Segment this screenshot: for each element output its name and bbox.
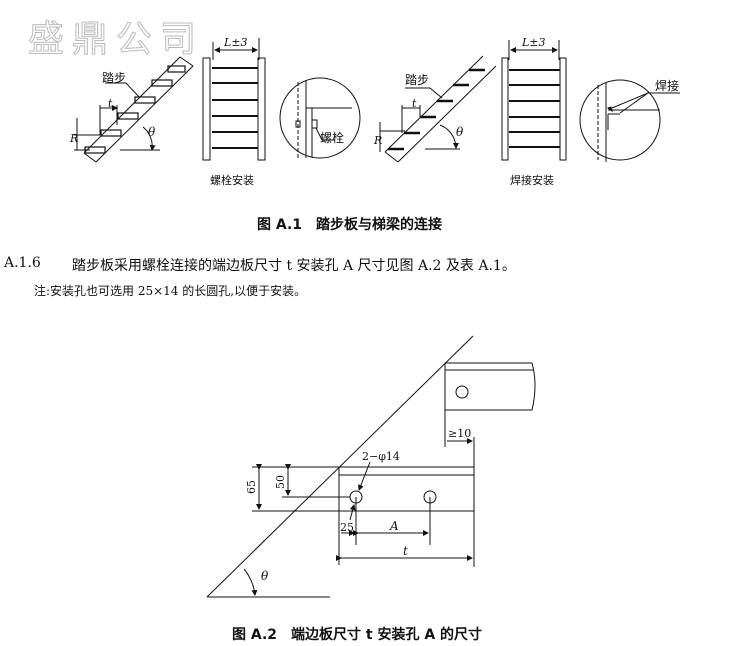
sub-caption-welded: 焊接安装 xyxy=(510,173,554,187)
tread-label-left: 踏步 xyxy=(102,71,126,85)
angle-left: θ xyxy=(148,125,156,139)
weld-detail xyxy=(579,79,680,162)
clause-note: 注:安装孔也可选用 25×14 的长圆孔,以便于安装。 xyxy=(34,284,307,298)
end-plate-diagram xyxy=(206,335,536,598)
width-dim-left: L±3 xyxy=(223,36,248,49)
width-dim-right: L±3 xyxy=(521,36,546,49)
figure-a2-caption: 图 A.2 端边板尺寸 t 安装孔 A 的尺寸 xyxy=(232,627,483,643)
dim-50: 50 xyxy=(274,475,287,489)
dim-t-left: t xyxy=(108,97,113,110)
stringer-welded xyxy=(379,55,497,163)
dim-t-right: t xyxy=(412,97,417,110)
tread-label-right: 踏步 xyxy=(405,73,429,87)
watermark: 盛鼎公司 xyxy=(27,19,205,60)
sub-caption-bolted: 螺栓安装 xyxy=(210,173,254,187)
ladder-front-bolted xyxy=(202,38,266,161)
clause-number: A.1.6 xyxy=(4,255,41,271)
clause-text: 踏步板采用螺栓连接的端边板尺寸 t 安装孔 A 尺寸见图 A.2 及表 A.1。 xyxy=(72,258,516,274)
hole-label: 2−φ14 xyxy=(362,450,400,463)
gap-dim: ≥10 xyxy=(448,427,471,440)
bolt-label: 螺栓 xyxy=(320,130,344,145)
dim-a: A xyxy=(389,519,399,533)
weld-label: 焊接 xyxy=(655,78,679,93)
stringer-bolted xyxy=(74,56,194,163)
bolt-detail xyxy=(279,77,361,159)
dim-r-right: R xyxy=(373,134,382,147)
ladder-front-welded xyxy=(501,40,567,161)
dim-65: 65 xyxy=(245,480,258,494)
figure-a1-caption: 图 A.1 踏步板与梯梁的连接 xyxy=(257,217,443,233)
angle-theta: θ xyxy=(261,569,269,583)
dim-t: t xyxy=(403,544,408,558)
dim-25: 25 xyxy=(340,521,354,534)
dim-r-left: R xyxy=(69,132,78,145)
angle-right: θ xyxy=(456,125,464,139)
